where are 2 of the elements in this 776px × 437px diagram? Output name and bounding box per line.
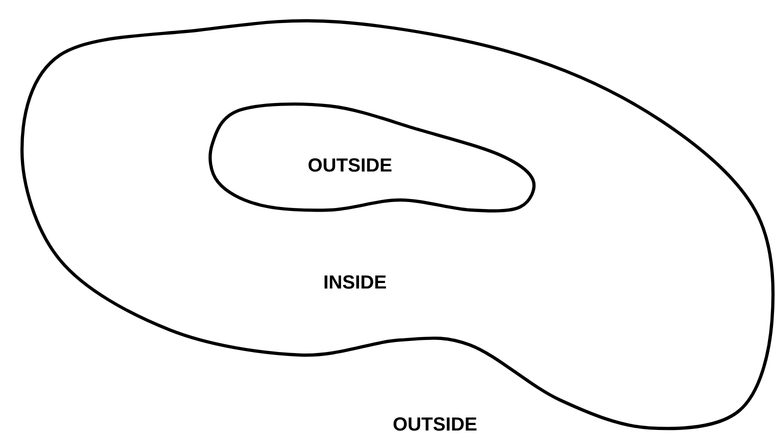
region-label: OUTSIDE (394, 417, 476, 431)
closed-curve: OUTSIDE (208, 102, 536, 212)
